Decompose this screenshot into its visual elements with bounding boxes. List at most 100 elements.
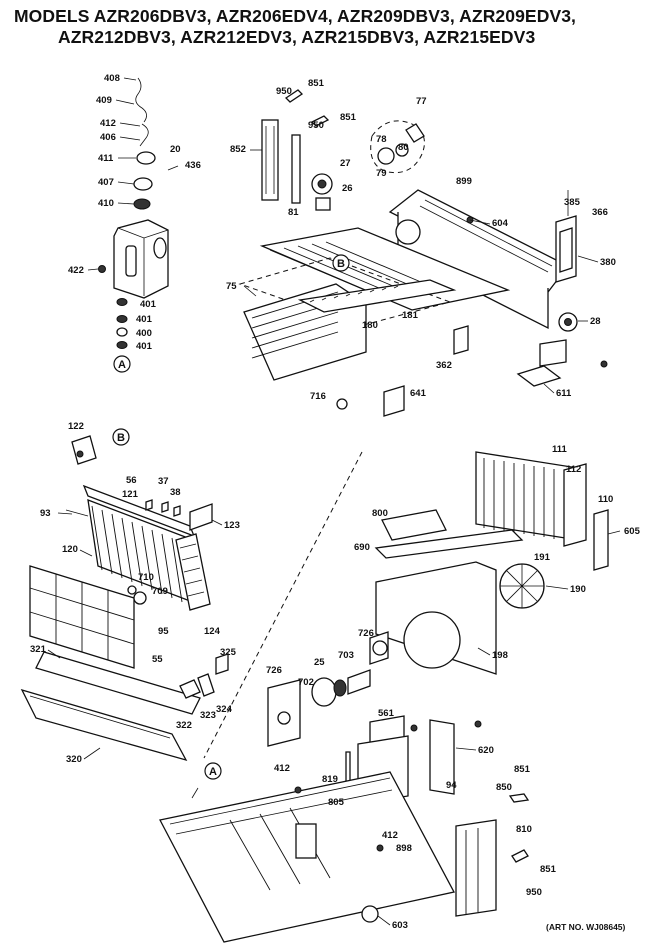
part-label: 81 — [288, 207, 299, 218]
part-label: 37 — [158, 476, 169, 487]
part-label: 78 — [376, 134, 387, 145]
diagram-title: MODELS AZR206DBV3, AZR206EDV4, AZR209DBV… — [14, 6, 644, 48]
part-label: 366 — [592, 207, 608, 218]
part-label: 320 — [66, 754, 82, 765]
part-label: 75 — [226, 281, 237, 292]
part-label: 410 — [98, 198, 114, 209]
condenser-and-fan-assembly — [267, 451, 609, 805]
part-label: 323 — [200, 710, 216, 721]
leader-lines — [47, 77, 621, 926]
callout-marker-b-top: B — [332, 254, 350, 272]
part-label: 95 — [158, 626, 169, 637]
evaporator-and-grille-assembly — [20, 435, 229, 762]
part-label: 121 — [122, 489, 139, 500]
part-label: 20 — [170, 144, 181, 155]
part-label: 380 — [600, 257, 616, 268]
part-label: 950 — [308, 120, 324, 131]
part-label: 851 — [308, 78, 325, 89]
part-label: 191 — [534, 552, 551, 563]
part-label: 401 — [140, 299, 157, 310]
part-label: 620 — [478, 745, 494, 756]
part-label: 407 — [98, 177, 114, 188]
part-label: 726 — [358, 628, 374, 639]
part-label: 605 — [624, 526, 641, 537]
part-label: 124 — [204, 626, 221, 637]
blower-housing-assembly — [238, 89, 608, 417]
part-label: 899 — [456, 176, 472, 187]
part-label: 412 — [100, 118, 116, 129]
part-label: 94 — [446, 780, 457, 791]
part-label: 123 — [224, 520, 240, 531]
part-label: 180 — [362, 320, 378, 331]
part-label: 810 — [516, 824, 532, 835]
part-label: 322 — [176, 720, 192, 731]
part-label: 436 — [185, 160, 201, 171]
part-label: 800 — [372, 508, 388, 519]
part-label: 702 — [298, 677, 314, 688]
part-label: 80 — [398, 142, 409, 153]
part-label: 198 — [492, 650, 508, 661]
part-label: 603 — [392, 920, 408, 931]
part-labels: 408 409 412 406 20 411 436 407 410 422 4… — [30, 73, 641, 932]
part-label: 819 — [322, 774, 338, 785]
part-label: 38 — [170, 487, 181, 498]
part-label: 27 — [340, 158, 351, 169]
part-label: 321 — [30, 644, 47, 655]
part-label: 850 — [496, 782, 512, 793]
title-line-1: MODELS AZR206DBV3, AZR206EDV4, AZR209DBV… — [14, 6, 577, 26]
part-label: 716 — [310, 391, 326, 402]
part-label: 422 — [68, 265, 84, 276]
part-label: 401 — [136, 341, 153, 352]
part-label: 324 — [216, 704, 233, 715]
part-label: 77 — [416, 96, 427, 107]
part-label: 110 — [598, 494, 613, 505]
part-label: 604 — [492, 218, 509, 229]
part-label: 726 — [266, 665, 282, 676]
part-label: 406 — [100, 132, 116, 143]
part-label: 898 — [396, 843, 412, 854]
part-label: 709 — [152, 586, 168, 597]
part-label: 703 — [338, 650, 354, 661]
part-label: 56 — [126, 475, 137, 486]
art-number: (ART NO. WJ08645) — [546, 922, 626, 932]
part-label: 25 — [314, 657, 325, 668]
part-label: 851 — [514, 764, 531, 775]
part-label: 411 — [98, 153, 114, 164]
part-label: 412 — [274, 763, 290, 774]
part-label: 325 — [220, 647, 237, 658]
part-label: 690 — [354, 542, 370, 553]
part-label: 28 — [590, 316, 601, 327]
part-label: 851 — [340, 112, 357, 123]
part-label: 120 — [62, 544, 78, 555]
part-label: 412 — [382, 830, 398, 841]
callout-marker-a-top: A — [113, 355, 131, 373]
part-label: 561 — [378, 708, 395, 719]
part-label: 611 — [556, 388, 572, 399]
part-label: 93 — [40, 508, 51, 519]
part-label: 851 — [540, 864, 557, 875]
marker-label: B — [117, 432, 125, 444]
part-label: 79 — [376, 168, 387, 179]
part-label: 400 — [136, 328, 152, 339]
part-label: 852 — [230, 144, 246, 155]
part-label: 362 — [436, 360, 452, 371]
part-label: 55 — [152, 654, 163, 665]
part-label: 190 — [570, 584, 586, 595]
part-label: 409 — [96, 95, 112, 106]
callout-marker-b-bottom: B — [112, 428, 130, 446]
part-label: 950 — [276, 86, 292, 97]
callout-marker-a-bottom: A — [204, 762, 222, 780]
compressor-assembly — [98, 77, 179, 349]
part-label: 408 — [104, 73, 120, 84]
part-label: 26 — [342, 183, 353, 194]
marker-label: A — [118, 359, 126, 371]
title-line-2: AZR212DBV3, AZR212EDV3, AZR215DBV3, AZR2… — [58, 27, 536, 47]
part-label: 710 — [138, 572, 154, 583]
part-label: 641 — [410, 388, 427, 399]
marker-label: A — [209, 766, 217, 778]
base-pan-assembly — [159, 771, 530, 943]
part-label: 122 — [68, 421, 84, 432]
section-divider-line — [203, 451, 363, 759]
part-label: 385 — [564, 197, 581, 208]
